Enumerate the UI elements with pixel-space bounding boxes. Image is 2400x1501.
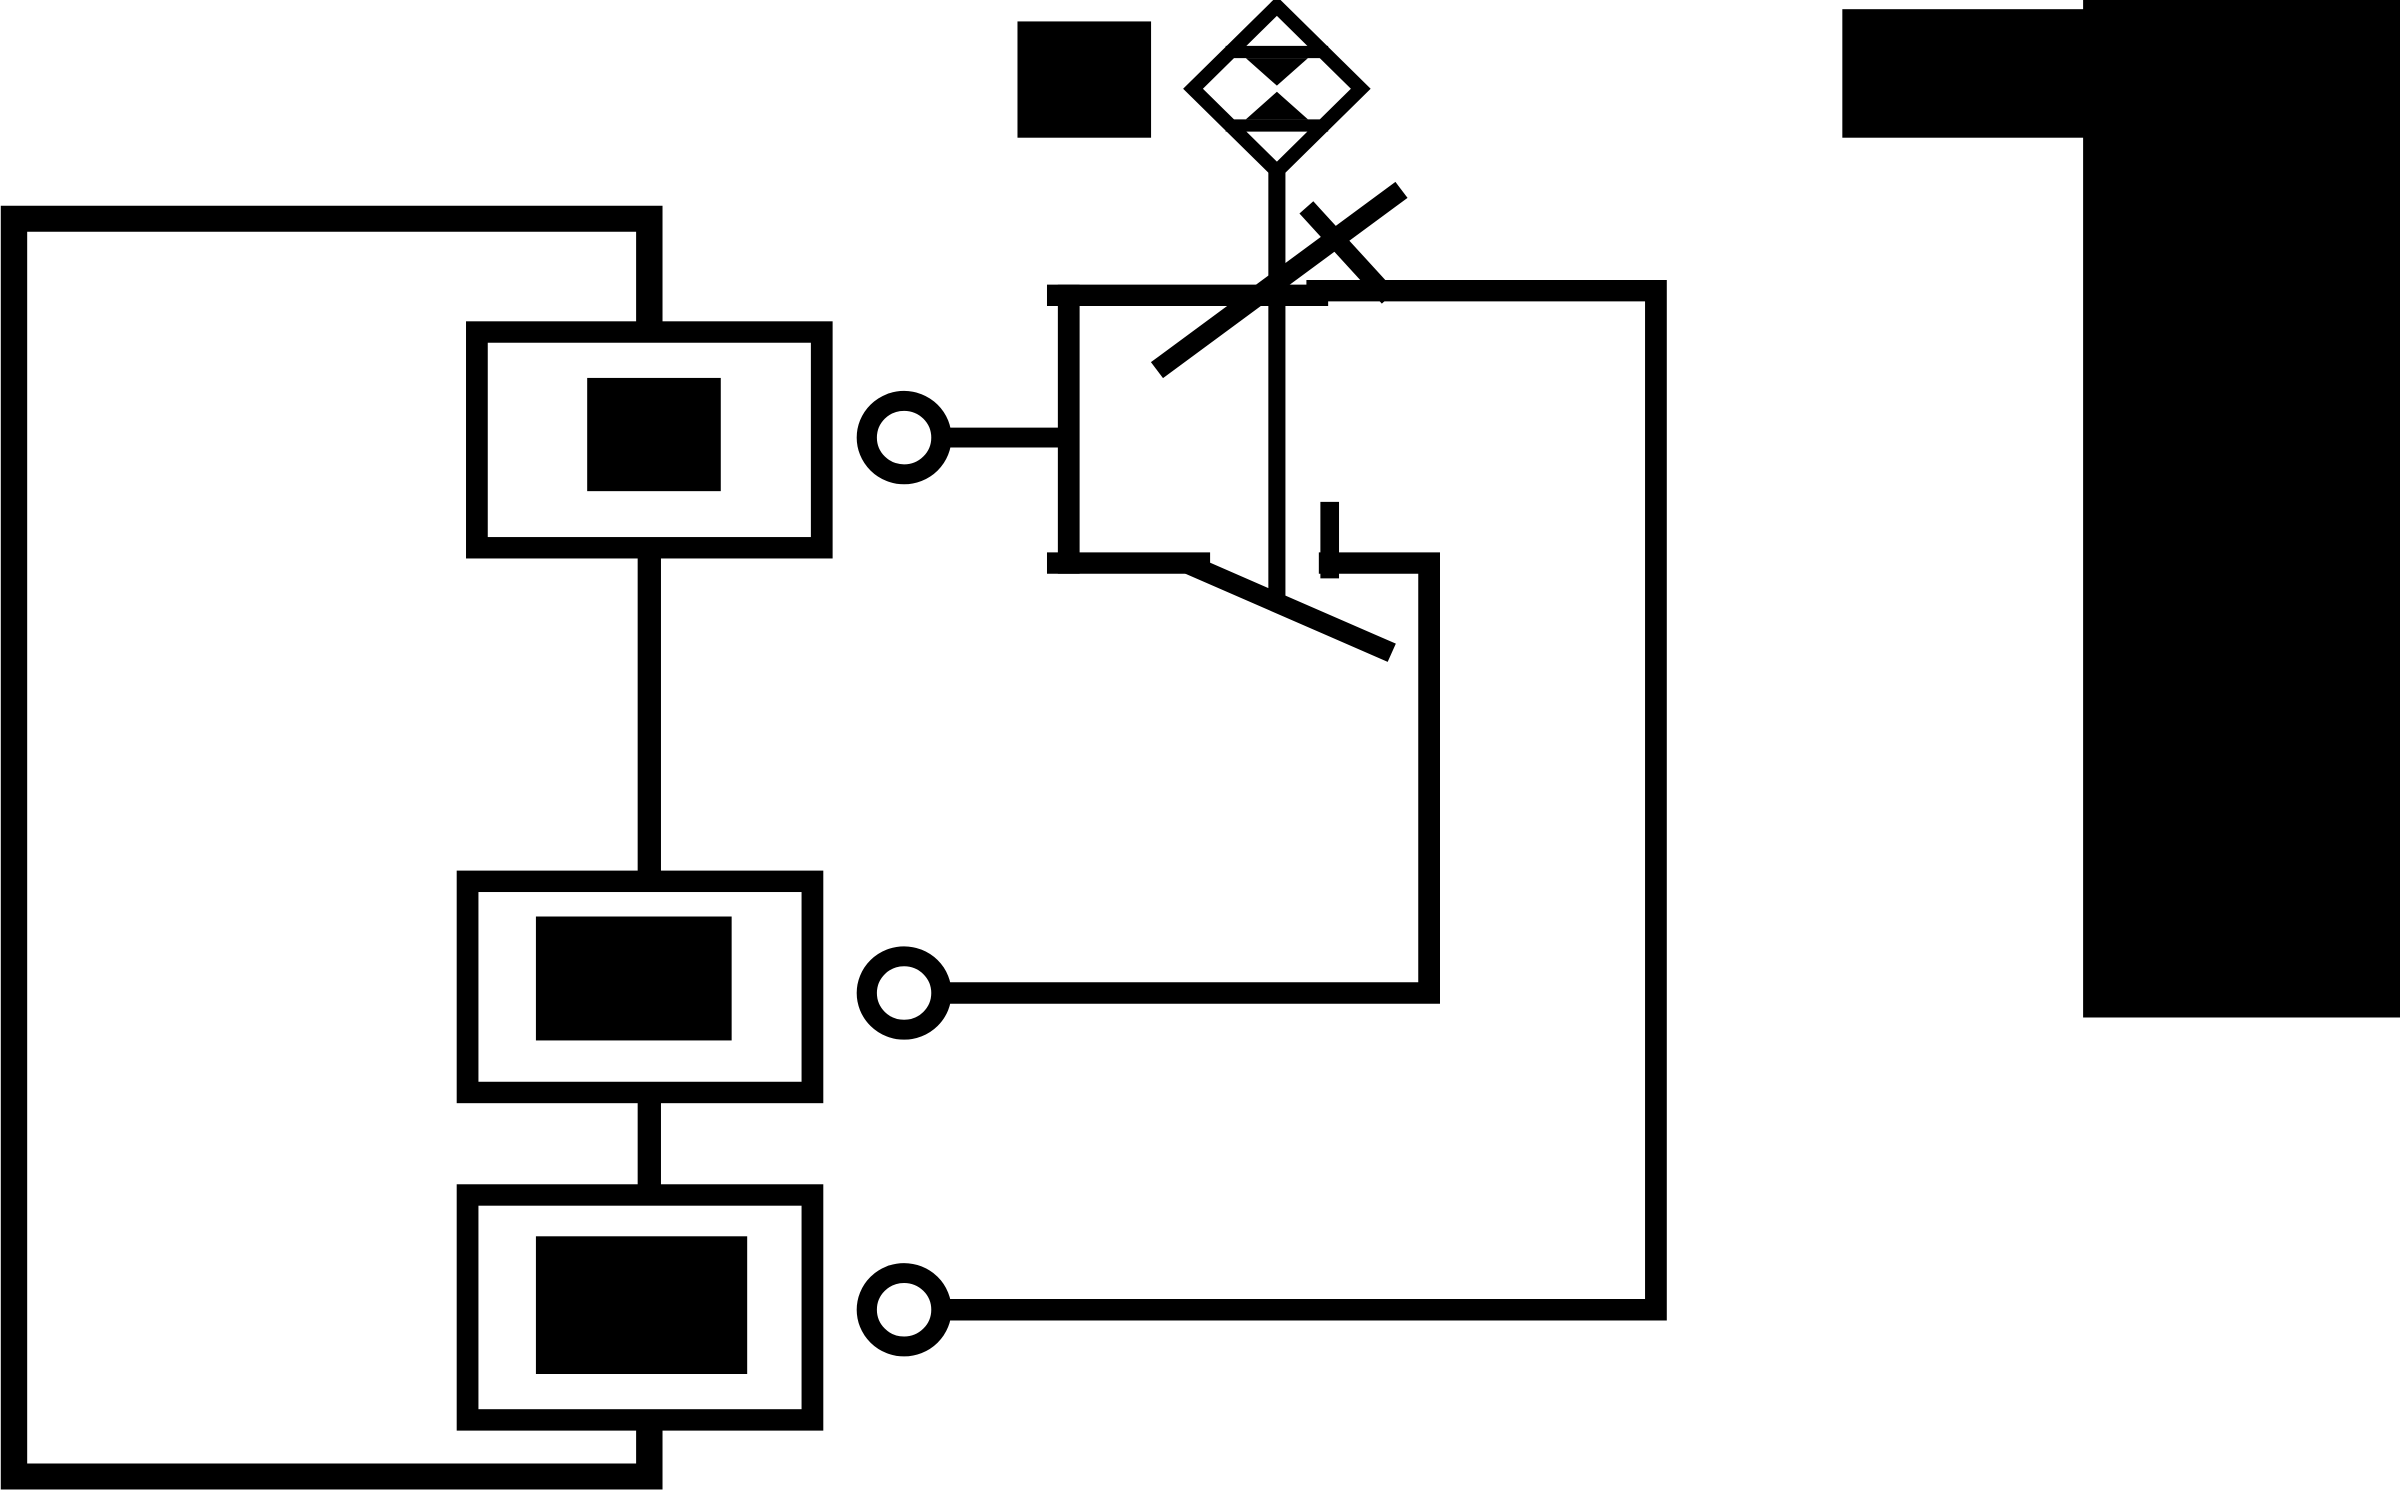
wire-outer-loop xyxy=(0,205,663,1490)
diagram-fills xyxy=(535,0,2400,1375)
diagram-strokes xyxy=(0,0,1667,1490)
terminal-3 xyxy=(856,1263,952,1357)
actuator-diamond xyxy=(1183,0,1371,182)
wire-terminal2-to-switch xyxy=(932,552,1440,1004)
redacted-top-right-bar xyxy=(1842,9,2094,138)
actuator-diamond-bottom-tick xyxy=(1245,91,1308,120)
box2-redacted-label xyxy=(535,916,732,1041)
redacted-square-block xyxy=(1017,21,1152,138)
redacted-right-tall-block xyxy=(2083,0,2400,1018)
terminal-2 xyxy=(856,946,952,1040)
actuator-diamond-top-tick xyxy=(1245,58,1308,86)
switch-blade-bottom xyxy=(1179,553,1396,662)
box3-redacted-label xyxy=(535,1236,748,1375)
box1-redacted-label xyxy=(587,377,721,492)
terminal-1 xyxy=(856,390,952,485)
switch-blade-top-cross xyxy=(1299,201,1396,304)
wire-switch-to-terminal3 xyxy=(932,280,1667,1321)
